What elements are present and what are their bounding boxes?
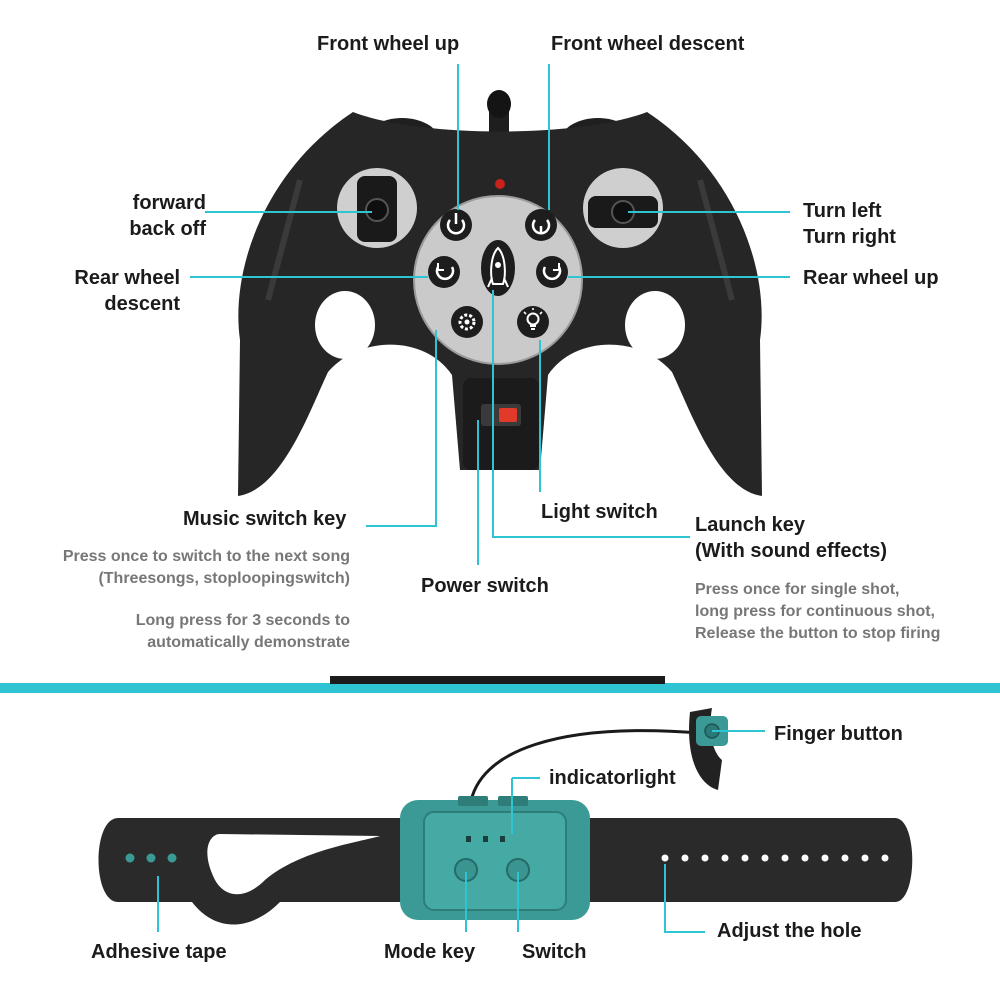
divider-bar <box>0 683 1000 693</box>
label-finger-button: Finger button <box>774 723 903 745</box>
indicator-light-2 <box>483 836 488 842</box>
indicator-led <box>495 179 505 189</box>
rotate-down-icon <box>525 209 557 241</box>
power-switch <box>499 408 517 422</box>
music-description-1: Press once to switch to the next song (T… <box>30 546 350 590</box>
music-description-1-line-1: Press once to switch to the next song <box>62 548 350 565</box>
wristband <box>98 708 913 925</box>
label-light-switch: Light switch <box>541 501 658 523</box>
label-front-wheel-up: Front wheel up <box>317 33 460 55</box>
label-adhesive-tape: Adhesive tape <box>91 941 227 963</box>
music-description-1-line-2: (Threesongs, stoploopingswitch) <box>98 570 350 587</box>
indicator-light-3 <box>500 836 505 842</box>
label-turn: Turn left Turn right <box>803 198 896 250</box>
wrist-strap-tail <box>590 818 913 902</box>
finger-cable <box>468 729 701 807</box>
label-launch-key-1: Launch key <box>695 514 806 536</box>
antenna-tip <box>487 90 511 118</box>
rotate-right-icon <box>536 256 568 288</box>
label-power-switch: Power switch <box>421 575 549 597</box>
label-rear-wheel-descent-1: Rear wheel <box>74 267 180 289</box>
music-description-2-line-2: automatically demonstrate <box>147 634 350 651</box>
label-rear-wheel-up: Rear wheel up <box>803 267 939 289</box>
music-description-2-line-1: Long press for 3 seconds to <box>135 612 350 629</box>
label-mode-key: Mode key <box>384 941 476 963</box>
label-back-off: back off <box>129 218 206 240</box>
rotate-left-icon <box>428 256 460 288</box>
label-indicator-light: indicatorlight <box>549 767 676 789</box>
label-rear-wheel-descent: Rear wheel descent <box>60 265 180 317</box>
label-turn-left: Turn left <box>803 200 882 222</box>
left-joystick-knob <box>365 198 389 222</box>
label-switch: Switch <box>522 941 587 963</box>
left-grip-hole <box>315 291 375 359</box>
label-music-switch-key: Music switch key <box>183 508 347 530</box>
launch-description: Press once for single shot, long press f… <box>695 579 940 645</box>
label-turn-right: Turn right <box>803 226 896 248</box>
controller <box>238 90 762 496</box>
adjust-holes <box>661 854 889 862</box>
launch-description-line-3: Release the button to stop firing <box>695 625 941 642</box>
wrist-strap <box>98 818 412 925</box>
label-adjust-hole: Adjust the hole <box>717 920 862 942</box>
gear-music-icon <box>451 306 483 338</box>
right-grip-hole <box>625 291 685 359</box>
music-description-2: Long press for 3 seconds to automaticall… <box>30 610 350 654</box>
rotate-up-icon <box>440 209 472 241</box>
launch-description-line-1: Press once for single shot, <box>695 581 900 598</box>
wristband-callouts <box>157 730 765 933</box>
launch-description-line-2: long press for continuous shot, <box>695 603 935 620</box>
module-face <box>423 811 567 911</box>
label-launch-key-2: (With sound effects) <box>695 540 888 562</box>
bulb-icon <box>517 306 549 338</box>
rocket-icon <box>481 240 515 296</box>
body-ridges <box>265 179 735 301</box>
module-top-tab <box>458 796 488 806</box>
adhesive-dots <box>125 853 177 863</box>
label-launch-key: Launch key (With sound effects) <box>695 512 887 564</box>
label-forward-back: forward back off <box>96 190 206 242</box>
label-front-wheel-descent: Front wheel descent <box>551 33 745 55</box>
controller-callouts <box>190 64 790 565</box>
label-forward: forward <box>132 192 206 214</box>
label-rear-wheel-descent-2: descent <box>104 293 180 315</box>
indicator-light-1 <box>466 836 471 842</box>
divider-shadow <box>330 676 665 684</box>
